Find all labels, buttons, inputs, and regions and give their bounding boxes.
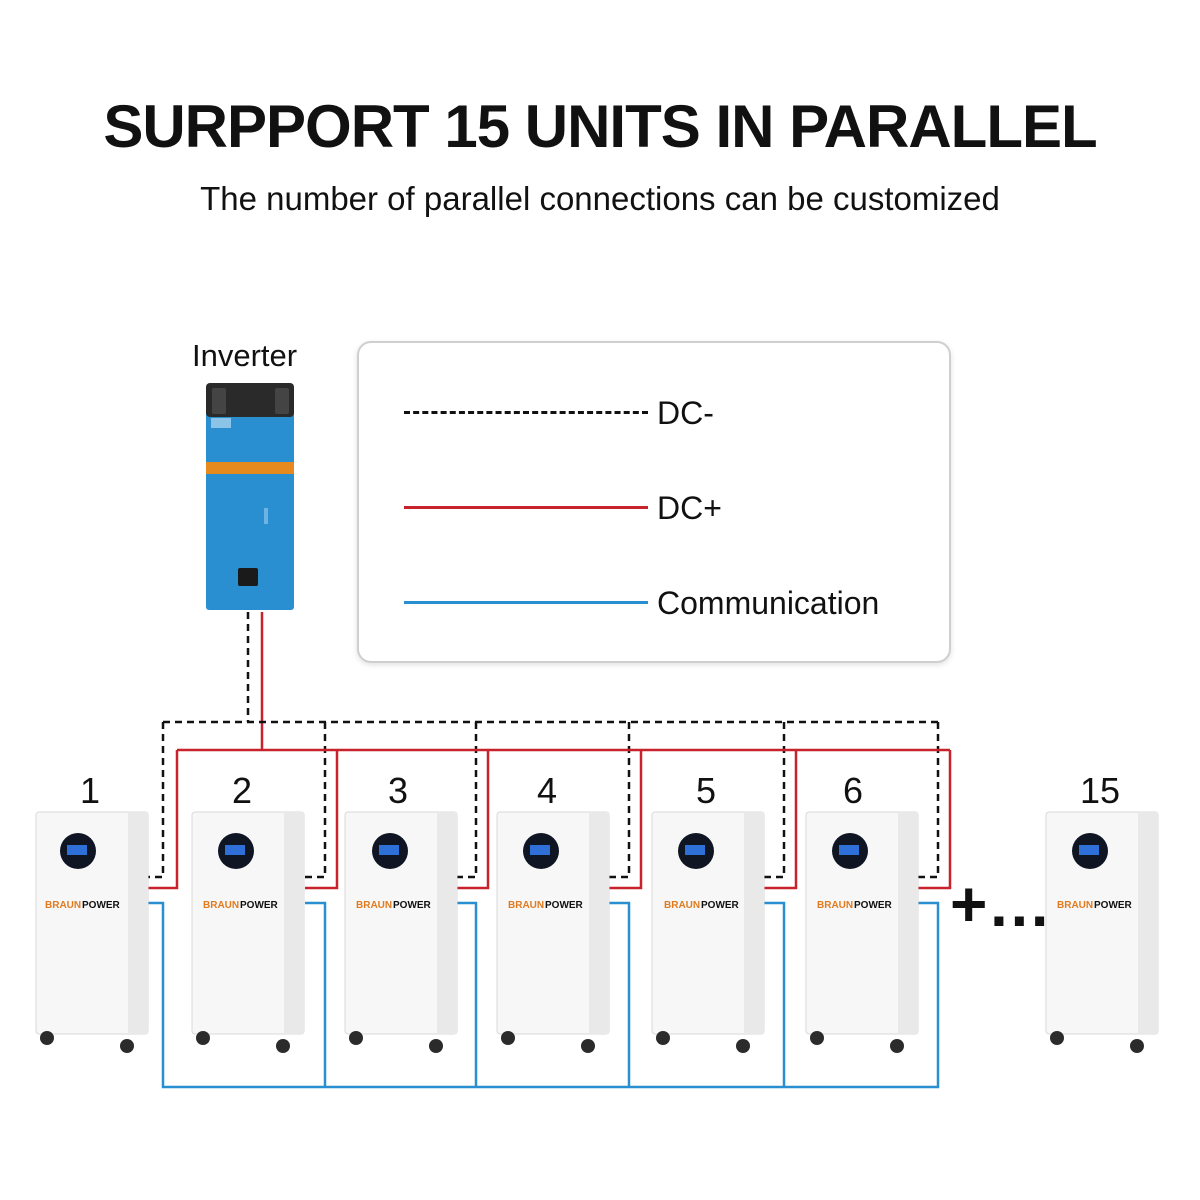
- inverter-handle-right: [275, 388, 289, 414]
- battery-unit: BRAUN POWER: [805, 811, 919, 1053]
- inverter-top-cap: [206, 383, 294, 417]
- unit-number: 15: [1079, 770, 1121, 811]
- unit-number: 3: [387, 770, 409, 811]
- inverter-display: [238, 568, 258, 586]
- legend-line-solid-red: [404, 506, 648, 509]
- page-subtitle: The number of parallel connections can b…: [200, 180, 1000, 217]
- svg-text:POWER: POWER: [393, 900, 432, 911]
- svg-text:POWER: POWER: [701, 900, 740, 911]
- battery-brand: BRAUN: [203, 900, 239, 911]
- page-title: SURPPORT 15 UNITS IN PARALLEL: [103, 93, 1097, 160]
- inverter-stripe: [206, 462, 294, 474]
- battery-unit: BRAUN POWER: [496, 811, 610, 1053]
- unit-number: 6: [842, 770, 864, 811]
- battery-unit: BRAUN POWER: [191, 811, 305, 1053]
- inverter-logo: [211, 418, 231, 428]
- communication-bus: [145, 901, 940, 1089]
- battery-brand: BRAUN: [1057, 900, 1093, 911]
- legend-item-communication: Communication: [404, 583, 924, 623]
- battery-unit: BRAUN POWER: [1045, 811, 1159, 1053]
- legend-item-dc-negative: DC-: [404, 393, 924, 433]
- legend-line-dashed-black: [404, 411, 648, 414]
- inverter-handle-left: [212, 388, 226, 414]
- unit-number: 5: [695, 770, 717, 811]
- dc-positive-bus: [145, 748, 952, 890]
- legend-label-communication: Communication: [657, 585, 880, 621]
- svg-text:POWER: POWER: [82, 900, 121, 911]
- svg-text:POWER: POWER: [240, 900, 279, 911]
- battery-unit: BRAUN POWER: [35, 811, 149, 1053]
- legend-line-solid-blue: [404, 601, 648, 604]
- battery-brand: BRAUN: [45, 900, 81, 911]
- legend-box: DC- DC+ Communication: [357, 341, 951, 663]
- legend-label-dc-negative: DC-: [657, 395, 714, 431]
- legend-label-dc-positive: DC+: [657, 490, 722, 526]
- svg-text:POWER: POWER: [1094, 900, 1133, 911]
- unit-number: 2: [231, 770, 253, 811]
- continuation-symbol: +…: [950, 868, 1052, 940]
- unit-number: 4: [536, 770, 558, 811]
- inverter-body: [206, 410, 294, 610]
- battery-brand: BRAUN: [508, 900, 544, 911]
- svg-text:POWER: POWER: [545, 900, 584, 911]
- battery-brand: BRAUN: [664, 900, 700, 911]
- inverter-device: [206, 383, 294, 610]
- legend-item-dc-positive: DC+: [404, 488, 924, 528]
- inverter-slot: [264, 508, 268, 524]
- battery-unit: BRAUN POWER: [651, 811, 765, 1053]
- battery-brand: BRAUN: [817, 900, 853, 911]
- unit-number: 1: [79, 770, 101, 811]
- inverter-label: Inverter: [192, 338, 298, 373]
- battery-brand: BRAUN: [356, 900, 392, 911]
- svg-text:POWER: POWER: [854, 900, 893, 911]
- dc-negative-bus: [145, 720, 940, 879]
- battery-unit: BRAUN POWER: [344, 811, 458, 1053]
